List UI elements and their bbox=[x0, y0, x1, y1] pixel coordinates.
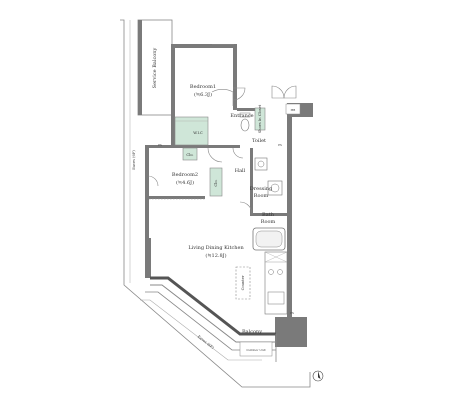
north-arrow-icon bbox=[312, 370, 324, 382]
washbasin bbox=[254, 157, 268, 171]
outdoor-unit-label: Outdoor Unit bbox=[246, 348, 266, 352]
dressing-room-label-2: Room bbox=[254, 193, 269, 199]
shoes-closet bbox=[254, 107, 266, 131]
toilet-bowl bbox=[240, 118, 250, 132]
counter-label: Counter bbox=[241, 275, 245, 290]
wic-label: W.I.C bbox=[193, 131, 203, 135]
closet2-label: Clo. bbox=[214, 179, 218, 186]
bedroom1-label: Bedroom1 bbox=[190, 84, 216, 90]
balcony-outer bbox=[140, 299, 262, 361]
bath-room-label-1: Bath bbox=[262, 212, 275, 218]
eave-left-label: Eaves (6F) bbox=[132, 150, 136, 170]
balcony-label: Balcony bbox=[242, 329, 262, 335]
outdoor-unit-box bbox=[239, 341, 273, 357]
bath-room-label-2: Room bbox=[261, 219, 276, 225]
ps-box-top bbox=[285, 103, 301, 115]
closet1-label: Clo. bbox=[186, 153, 193, 157]
stove-burner bbox=[268, 269, 274, 275]
kitchen-counter bbox=[264, 251, 288, 315]
service-balcony-wall bbox=[138, 20, 142, 115]
washing-machine bbox=[267, 180, 283, 196]
ldk-label: Living Dining Kitchen bbox=[188, 245, 244, 251]
bedroom2-area: (≒4.6J) bbox=[176, 179, 194, 186]
counter-box bbox=[235, 266, 251, 300]
shoes-closet-label: Shoes In Closet bbox=[258, 104, 262, 133]
doors bbox=[147, 85, 297, 215]
ldk-area: (≒12.8J) bbox=[205, 252, 226, 259]
balcony-rail bbox=[145, 291, 276, 351]
toilet-label: Toilet bbox=[252, 138, 266, 144]
bedroom1-area: (≒6.3J) bbox=[194, 91, 212, 98]
walls bbox=[145, 44, 313, 347]
ps-label-top: PS bbox=[158, 143, 162, 147]
entrance-label: Entrance bbox=[230, 113, 253, 119]
eave-outline bbox=[120, 19, 311, 388]
dressing-room-label-1: Dressing bbox=[250, 186, 273, 192]
kitchen-sink bbox=[267, 291, 285, 305]
eave-bottom-label: Eaves (6F) bbox=[197, 335, 215, 351]
closet-bedroom2 bbox=[209, 167, 223, 197]
toilet-tank bbox=[239, 112, 251, 118]
ps-label-mid: PS bbox=[278, 143, 282, 147]
wic-storage bbox=[174, 116, 209, 146]
hall-label: Hall bbox=[235, 168, 246, 174]
service-balcony-label: Service Balcony bbox=[152, 48, 158, 89]
closet-bedroom1 bbox=[182, 147, 198, 161]
diagonal-wall bbox=[150, 276, 276, 336]
bedroom1-door-frame bbox=[212, 44, 234, 45]
bedroom2-label: Bedroom2 bbox=[172, 172, 198, 178]
ps-mb-label: MB bbox=[291, 108, 296, 112]
ps-label-bottom: PS bbox=[290, 311, 294, 315]
